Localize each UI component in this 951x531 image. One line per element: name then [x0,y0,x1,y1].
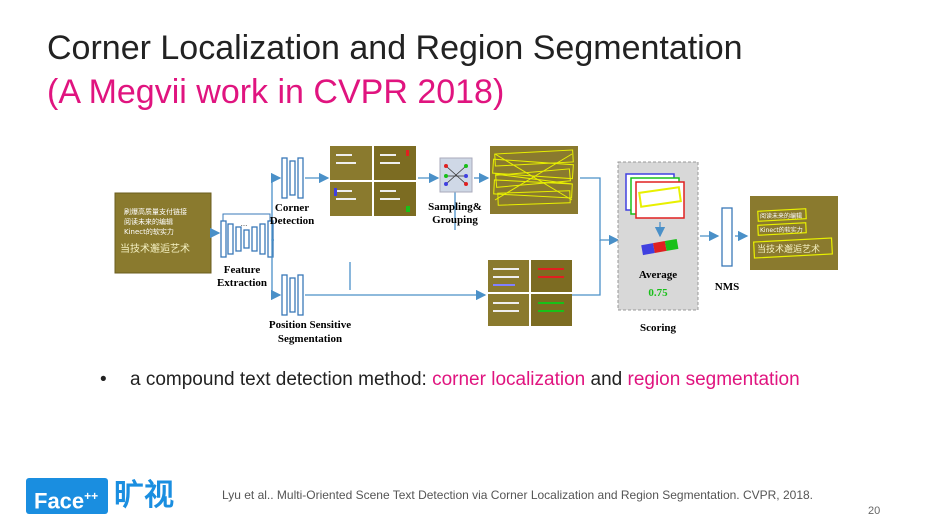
nms-network [721,207,733,267]
bullet-joiner: and [585,369,628,390]
bullet-marker: • [100,369,107,390]
output-text-line: Kinect的软实力 [760,226,803,234]
average-label: Average [639,269,677,281]
input-text-line: 刷爆高质量支付链接 [124,207,187,216]
input-text-line: Kinect的软实力 [124,227,174,236]
segmentation-label: Position Sensitive [269,319,351,331]
sampling-grouping-graph [439,157,473,193]
scoring-panel [617,161,699,311]
scoring-label: Scoring [640,322,677,334]
bullet-prefix: a compound text detection method: [130,369,433,390]
logo-text: Face [34,488,85,514]
corner-detection-label: Corner [275,202,309,214]
nms-label: NMS [715,281,739,293]
input-image: 刷爆高质量支付链接 阅读未来的编辑 Kinect的软实力 当技术邂逅艺术 [114,192,212,274]
segmentation-maps [488,260,572,326]
highlight-region-segmentation: region segmentation [627,369,800,390]
bullet-text: a compound text detection method: corner… [130,368,800,392]
highlight-corner-localization: corner localization [432,369,586,390]
feature-extraction-label: Feature [224,264,261,276]
segmentation-network [281,274,304,316]
input-text-line: 阅读未来的编辑 [124,217,173,226]
slide-title: Corner Localization and Region Segmentat… [47,29,743,67]
corner-maps [330,146,416,216]
input-text-line: 当技术邂逅艺术 [120,242,190,255]
logo-sup: ++ [84,489,99,503]
score-value: 0.75 [648,287,668,299]
feature-extraction-network [220,220,274,258]
candidate-boxes-image [490,146,578,214]
page-number: 20 [868,505,881,517]
logo-chinese: 旷视 [114,479,174,512]
output-image: 阅读未来的编辑 Kinect的软实力 当技术邂逅艺术 [750,196,838,270]
slide-subtitle: (A Megvii work in CVPR 2018) [47,73,505,111]
output-text-line: 阅读未来的编辑 [760,212,802,220]
sampling-grouping-label: Grouping [432,214,478,226]
corner-detection-label: Detection [270,215,315,227]
segmentation-label: Segmentation [278,333,342,345]
pipeline-diagram: 刷爆高质量支付链接 阅读未来的编辑 Kinect的软实力 当技术邂逅艺术 ...… [114,146,838,345]
citation: Lyu et al.. Multi-Oriented Scene Text De… [222,488,813,502]
sampling-grouping-label: Sampling& [428,201,482,213]
logo-face-box: Face++ [26,478,108,514]
feature-extraction-label: Extraction [217,277,267,289]
svg-text:...: ... [241,219,248,228]
output-text-line: 当技术邂逅艺术 [757,243,820,255]
corner-detection-network [281,157,304,199]
